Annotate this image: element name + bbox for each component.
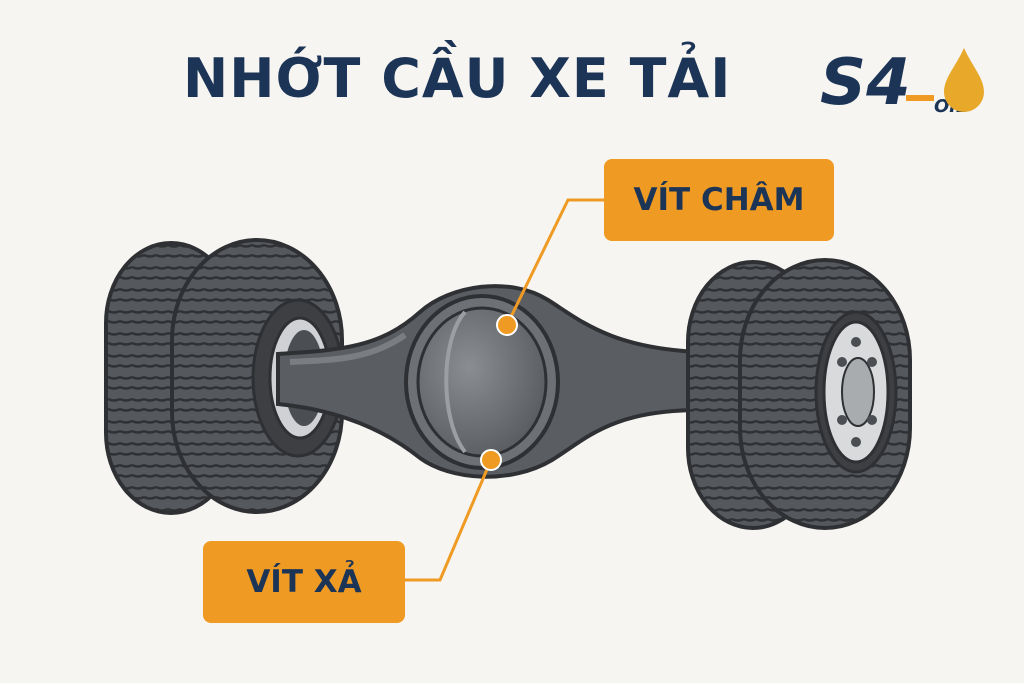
drain-screw-label: VÍT XẢ [203, 541, 405, 623]
drain-screw-marker [480, 449, 502, 471]
fill-screw-leader-line [505, 198, 606, 326]
fill-screw-marker [496, 314, 518, 336]
logo-mark: S4 [820, 46, 911, 120]
axle-highlight [289, 332, 407, 365]
oil-drop-icon [944, 48, 984, 112]
right-hub [841, 357, 875, 427]
page-title: NHỚT CẦU XE TẢI [183, 47, 732, 110]
differential-highlight [444, 310, 467, 454]
differential-cover [416, 306, 548, 458]
right-wheel-assembly [686, 258, 912, 530]
drain-screw-leader-line [405, 459, 493, 582]
right-lug-nuts [837, 337, 877, 447]
fill-screw-label: VÍT CHÂM [604, 159, 834, 241]
brand-logo: S4 OIL [820, 46, 984, 120]
